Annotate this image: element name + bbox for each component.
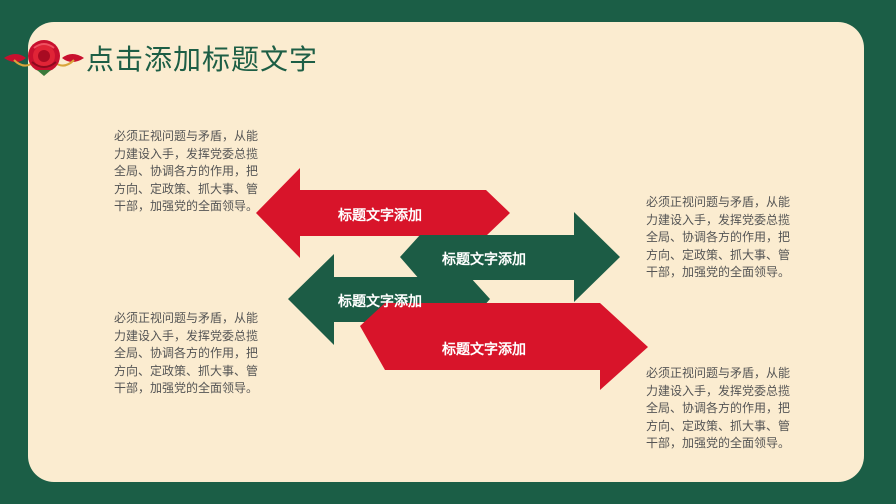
arrow-label-1[interactable]: 标题文字添加 — [338, 208, 422, 224]
arrow-label-4[interactable]: 标题文字添加 — [442, 342, 526, 358]
arrow-label-2[interactable]: 标题文字添加 — [442, 252, 526, 268]
paragraph-bottom-right[interactable]: 必须正视问题与矛盾，从能力建设入手，发挥党委总揽全局、协调各方的作用，把方向、定… — [646, 366, 791, 450]
paragraph-bottom-left[interactable]: 必须正视问题与矛盾，从能力建设入手，发挥党委总揽全局、协调各方的作用，把方向、定… — [113, 311, 258, 395]
paragraph-top-left[interactable]: 必须正视问题与矛盾，从能力建设入手，发挥党委总揽全局、协调各方的作用，把方向、定… — [113, 129, 258, 213]
page-title[interactable]: 点击添加标题文字 — [86, 43, 319, 76]
flower-ribbon-icon — [4, 40, 84, 76]
arrow-red-right-bottom — [360, 303, 648, 390]
paragraph-top-right[interactable]: 必须正视问题与矛盾，从能力建设入手，发挥党委总揽全局、协调各方的作用，把方向、定… — [646, 195, 791, 279]
arrow-label-3[interactable]: 标题文字添加 — [338, 294, 422, 310]
arrow-green-left — [288, 254, 490, 345]
arrow-green-right — [400, 212, 620, 302]
